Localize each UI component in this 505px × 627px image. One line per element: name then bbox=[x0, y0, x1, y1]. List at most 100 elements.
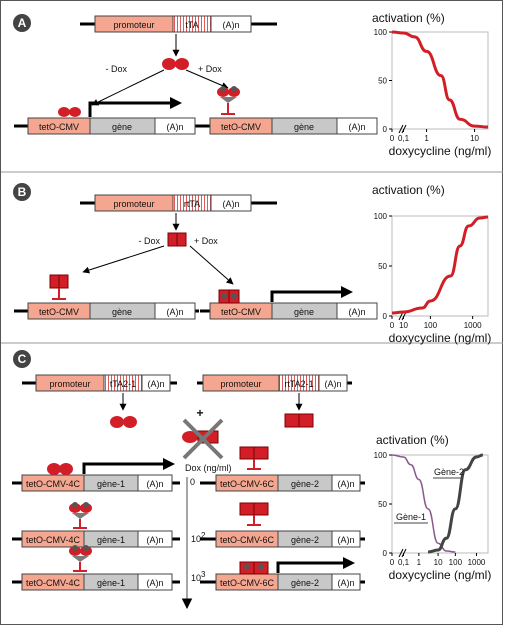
panel-c-badge bbox=[13, 350, 31, 368]
panel-a-badge bbox=[13, 14, 31, 32]
tetO-label: tetO-CMV bbox=[39, 122, 79, 132]
minus-dox-arrow bbox=[82, 245, 165, 274]
panel-a-letter: A bbox=[18, 16, 27, 30]
series-line-2 bbox=[427, 453, 483, 554]
tta-protein bbox=[182, 431, 198, 443]
gene-label: gène-2 bbox=[291, 479, 319, 489]
polya-box bbox=[154, 117, 196, 135]
plus-dox-label: + Dox bbox=[198, 64, 222, 74]
polya-box bbox=[137, 474, 173, 492]
rtta-protein bbox=[176, 232, 187, 247]
doxycycline-icon bbox=[72, 502, 78, 508]
transcription-arrow bbox=[270, 290, 343, 302]
tta-protein bbox=[58, 107, 70, 117]
x-tick-label: 10 bbox=[434, 558, 443, 567]
polya-box bbox=[331, 474, 361, 492]
polya-label: (A)n bbox=[348, 122, 365, 132]
y-tick-label: 0 bbox=[383, 549, 388, 558]
rtta-protein bbox=[253, 446, 269, 460]
transcription-arrow bbox=[276, 561, 345, 573]
chart-a-title: activation (%) bbox=[372, 11, 445, 25]
x-tick-label: 100 bbox=[424, 321, 438, 330]
doxycycline-icon bbox=[231, 293, 237, 299]
tetO-label: tetO-CMV-4C bbox=[26, 578, 81, 588]
series-label-gene-1: Gène-1 bbox=[396, 512, 426, 522]
y-tick-label: 0 bbox=[383, 312, 388, 321]
panel-c: C promoteur tTA2-1 (A)n promoteur rtTA2-… bbox=[12, 350, 492, 610]
dox-complex bbox=[72, 513, 89, 519]
gene-label: gène bbox=[112, 122, 132, 132]
polya-box bbox=[154, 302, 196, 320]
tetO-label: tetO-CMV bbox=[39, 307, 79, 317]
x-tick-label: 1000 bbox=[468, 558, 486, 567]
transcription-arrowhead bbox=[163, 458, 175, 470]
series-line-1 bbox=[391, 454, 456, 553]
doxycycline-icon bbox=[83, 502, 89, 508]
polya-label: (A)n bbox=[166, 307, 183, 317]
polya-box bbox=[141, 374, 171, 392]
promoter-label: promoteur bbox=[113, 199, 154, 209]
polya-box bbox=[331, 530, 361, 548]
y-tick-label: 100 bbox=[374, 28, 388, 37]
promoter-label: promoteur bbox=[220, 379, 261, 389]
panel-b-letter: B bbox=[18, 185, 27, 199]
chart-c-title: activation (%) bbox=[376, 433, 449, 447]
rtta-protein bbox=[298, 413, 314, 428]
series-line-1 bbox=[391, 30, 489, 129]
x-axis-label: doxycycline (ng/ml) bbox=[389, 331, 492, 345]
y-tick-label: 50 bbox=[378, 262, 387, 271]
plot-area bbox=[391, 215, 489, 317]
dose-exponent: 2 bbox=[201, 531, 206, 540]
tetO-label: tetO-CMV bbox=[221, 307, 261, 317]
x-tick-label: 0 bbox=[390, 558, 395, 567]
y-tick-label: 100 bbox=[374, 212, 388, 221]
panel-a: A promoteur tTA (A)n - Dox + Dox tetO-CM… bbox=[13, 11, 491, 158]
gene-label: gène-2 bbox=[291, 578, 319, 588]
polya-box bbox=[210, 15, 252, 33]
rtta-protein bbox=[253, 502, 269, 516]
polya-box bbox=[137, 530, 173, 548]
polya-label: (A)n bbox=[222, 20, 239, 30]
tta-protein bbox=[175, 58, 189, 70]
tetO-label: tetO-CMV bbox=[221, 122, 261, 132]
doxycycline-icon bbox=[244, 564, 250, 570]
tetO-label: tetO-CMV-4C bbox=[26, 479, 81, 489]
polya-label: (A)n bbox=[146, 479, 163, 489]
x-tick-label: 1 bbox=[417, 558, 422, 567]
polya-label: (A)n bbox=[222, 199, 239, 209]
x-axis-label: doxycycline (ng/ml) bbox=[389, 144, 492, 158]
tetO-label: tetO-CMV-6C bbox=[220, 535, 275, 545]
rtta-protein bbox=[167, 232, 178, 247]
chart-b-title: activation (%) bbox=[372, 183, 445, 197]
plot-area bbox=[391, 454, 489, 554]
polya-label: (A)n bbox=[147, 379, 164, 389]
x-axis-label: doxycycline (ng/ml) bbox=[389, 568, 492, 582]
plot-area bbox=[391, 31, 489, 130]
polya-box bbox=[336, 117, 378, 135]
tta-protein bbox=[59, 463, 73, 475]
transcription-arrow bbox=[82, 462, 165, 474]
dose-base: 10 bbox=[191, 534, 201, 544]
dox-axis-label: Dox (ng/ml) bbox=[185, 463, 232, 473]
tta-protein bbox=[110, 416, 124, 428]
gene-label: gène bbox=[294, 122, 314, 132]
dose-exponent: 3 bbox=[201, 570, 206, 579]
gene-label: gène-1 bbox=[97, 578, 125, 588]
polya-box bbox=[336, 302, 378, 320]
tetO-label: tetO-CMV-6C bbox=[220, 479, 275, 489]
polya-label: (A)n bbox=[337, 535, 354, 545]
tta-protein bbox=[47, 463, 61, 475]
dox-complex bbox=[220, 97, 237, 103]
panel-b: B promoteur rtTA (A)n - Dox + Dox tetO-C… bbox=[13, 183, 491, 345]
series-line-1 bbox=[391, 215, 489, 315]
transcription-arrowhead bbox=[170, 97, 182, 109]
doxycycline-icon bbox=[221, 293, 227, 299]
promoter-label: promoteur bbox=[49, 379, 90, 389]
gene-label: gène bbox=[294, 307, 314, 317]
polya-box bbox=[137, 573, 173, 591]
polya-label: (A)n bbox=[146, 578, 163, 588]
